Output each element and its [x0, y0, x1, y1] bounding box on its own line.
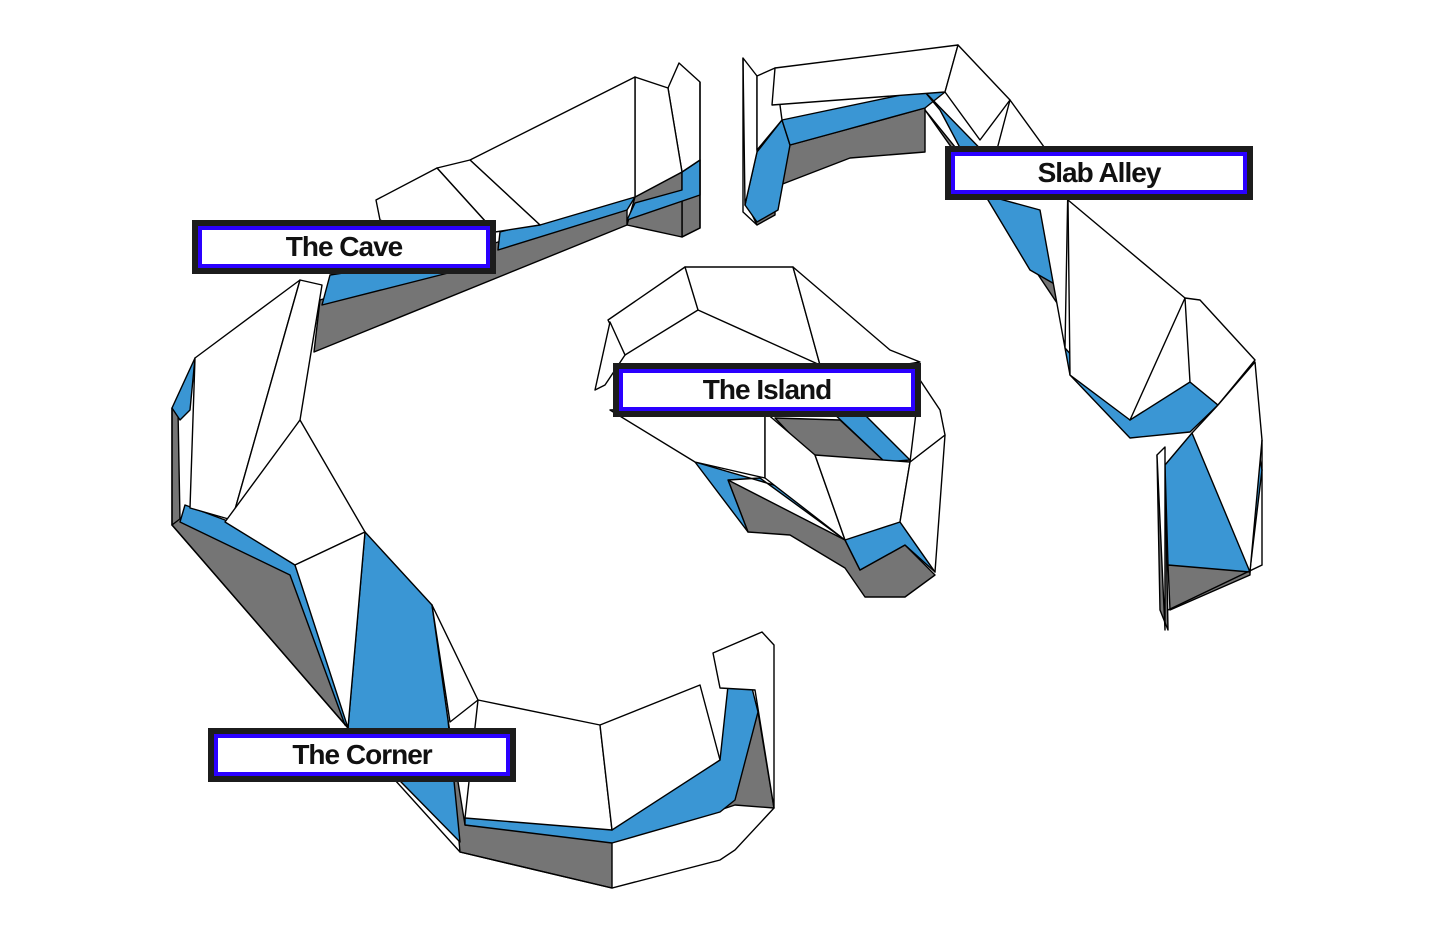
label-the-island-text: The Island [702, 374, 832, 405]
label-slab-alley-text: Slab Alley [1037, 157, 1162, 188]
label-the-island[interactable]: The Island [613, 363, 921, 417]
island-boulder [594, 266, 946, 598]
label-slab-alley[interactable]: Slab Alley [945, 146, 1253, 200]
label-the-corner-text: The Corner [292, 739, 432, 770]
island-top [594, 266, 946, 573]
left-wall [171, 62, 775, 889]
wall-edges [171, 58, 1263, 889]
left-wall-top [189, 62, 775, 831]
label-the-cave-text: The Cave [285, 231, 403, 262]
label-the-cave[interactable]: The Cave [192, 220, 496, 274]
label-the-corner[interactable]: The Corner [208, 728, 516, 782]
